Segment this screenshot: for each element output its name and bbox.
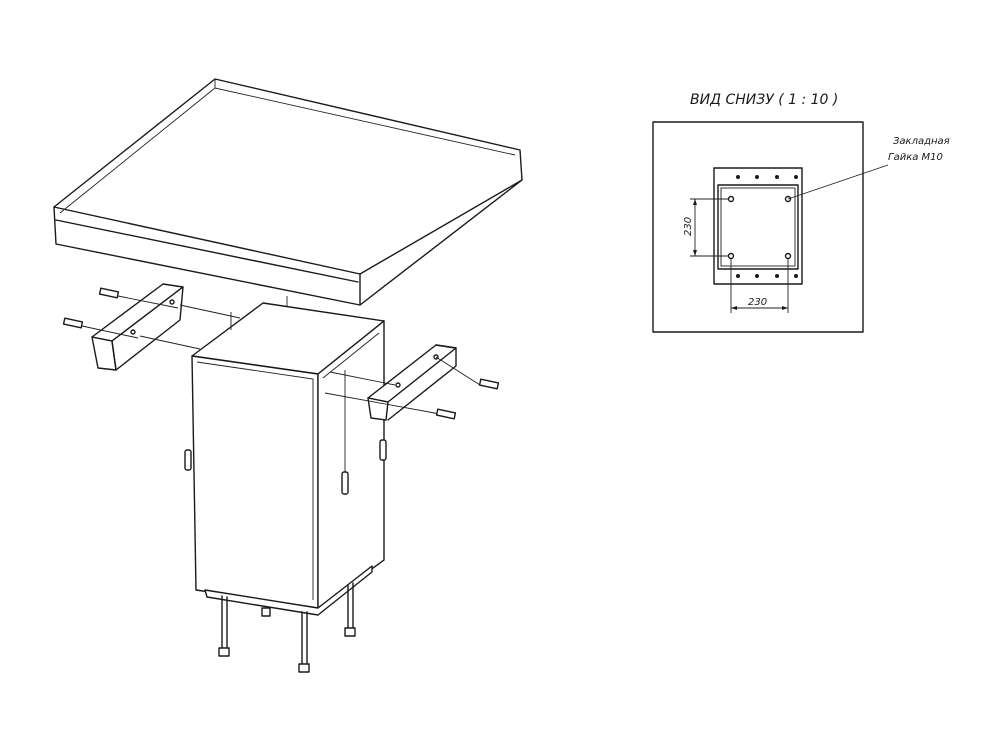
callout-line1: Закладная <box>893 136 950 147</box>
left-angle-bracket <box>91 283 184 371</box>
dimension-vertical-value: 230 <box>683 217 694 236</box>
dimension-horizontal: 230 <box>730 259 789 313</box>
callout-line2: Гайка М10 <box>888 152 943 163</box>
callout: Закладная Гайка М10 <box>787 136 950 200</box>
left-bolts <box>62 287 241 350</box>
base-frame <box>713 167 803 285</box>
view-title: ВИД СНИЗУ ( 1 : 10 ) <box>690 92 838 108</box>
slab-outline <box>652 121 864 333</box>
right-bolts <box>324 356 500 420</box>
roof-lid <box>53 78 523 306</box>
right-angle-bracket <box>367 344 457 421</box>
bottom-view: ВИД СНИЗУ ( 1 : 10 ) Закладная <box>652 92 950 333</box>
dimension-vertical: 230 <box>683 198 728 257</box>
base-legs <box>204 565 373 673</box>
cabinet-box <box>184 302 387 609</box>
dimension-horizontal-value: 230 <box>748 297 767 308</box>
isometric-assembly <box>53 78 523 673</box>
